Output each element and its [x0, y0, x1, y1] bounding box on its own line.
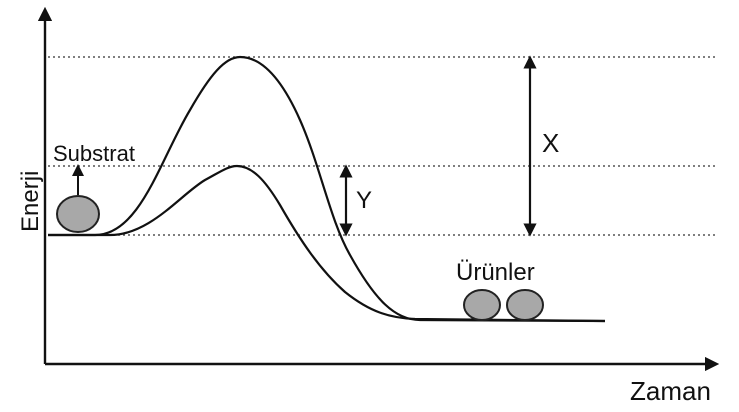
product-molecule-1 — [463, 289, 501, 321]
uncatalyzed-curve — [48, 55, 606, 323]
product-molecule-2 — [506, 289, 544, 321]
y-axis-label: Enerji — [17, 171, 44, 232]
catalyzed-curve — [48, 164, 606, 323]
substrate-label: Substrat — [53, 141, 135, 166]
substrate-molecule — [56, 195, 100, 233]
x-energy-label: X — [542, 128, 559, 158]
products-label: Ürünler — [456, 259, 535, 286]
y-energy-label: Y — [356, 187, 372, 214]
x-axis-label: Zaman — [630, 376, 711, 406]
